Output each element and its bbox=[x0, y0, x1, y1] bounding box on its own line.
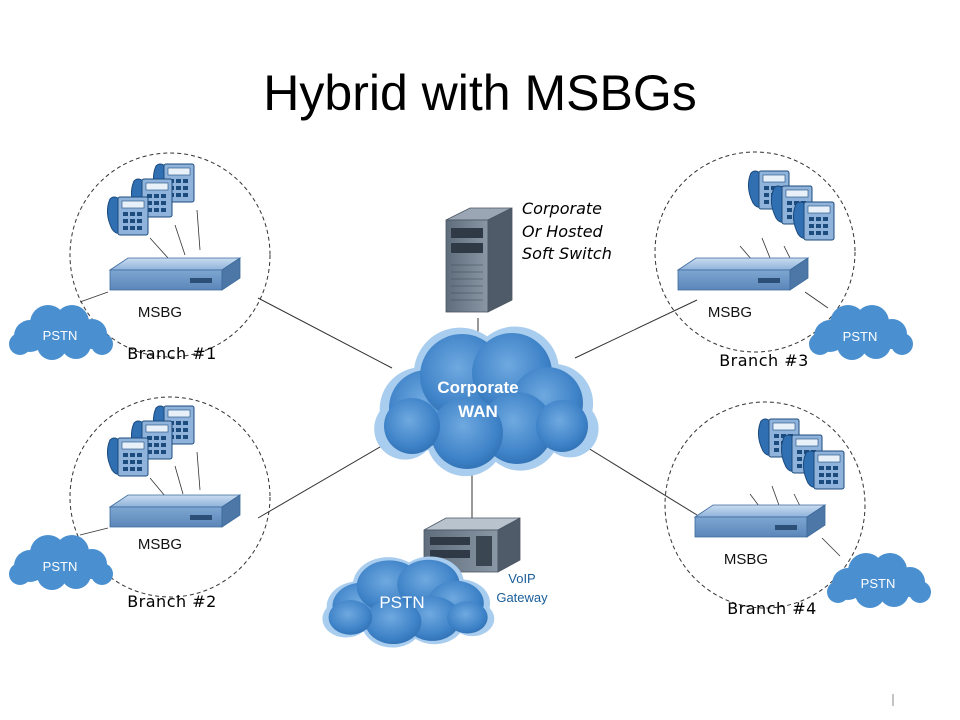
msbg-device bbox=[677, 257, 809, 291]
phone-icon bbox=[792, 201, 835, 241]
branch-2-name: Branch #2 bbox=[127, 592, 217, 611]
branch-2-pstn-label: PSTN bbox=[43, 559, 78, 574]
branch-1-boundary bbox=[69, 152, 271, 358]
gateway-label-line1: VoIP bbox=[508, 571, 535, 586]
msbg-device bbox=[694, 504, 826, 538]
phone-icon bbox=[106, 437, 149, 477]
gateway-pstn-label: PSTN bbox=[379, 593, 424, 612]
branch-4-name: Branch #4 bbox=[727, 599, 817, 618]
branch-4-device-label: MSBG bbox=[724, 551, 768, 568]
branch-3-name: Branch #3 bbox=[719, 351, 809, 370]
gateway-pstn-cloud: PSTN bbox=[322, 556, 495, 648]
softswitch-label-line2: Or Hosted bbox=[522, 222, 604, 241]
branch-1: MSBG Branch #1 PSTN bbox=[9, 152, 271, 363]
softswitch-label-line1: Corporate bbox=[522, 199, 602, 218]
wan-label-line1: Corporate bbox=[437, 378, 518, 397]
link-branch-1 bbox=[257, 297, 393, 369]
softswitch-server bbox=[445, 207, 513, 313]
branch-4-boundary bbox=[664, 401, 866, 609]
msbg-device bbox=[109, 257, 241, 291]
branch-1-device-label: MSBG bbox=[138, 304, 182, 321]
softswitch-label-line3: Soft Switch bbox=[522, 244, 612, 263]
branch-1-pstn-label: PSTN bbox=[43, 328, 78, 343]
link-branch-4 bbox=[574, 439, 698, 516]
page-title: Hybrid with MSBGs bbox=[263, 65, 696, 121]
phone-icon bbox=[802, 450, 845, 490]
branch-4: MSBG Branch #4 PSTN bbox=[664, 401, 931, 618]
branch-3-device-label: MSBG bbox=[708, 304, 752, 321]
phone-icon bbox=[106, 196, 149, 236]
branch-3-boundary bbox=[654, 151, 856, 353]
branch-2-boundary bbox=[69, 396, 271, 598]
branch-3-pstn-label: PSTN bbox=[843, 329, 878, 344]
branch-2: MSBG Branch #2 PSTN bbox=[9, 396, 271, 611]
branch-1-name: Branch #1 bbox=[127, 344, 217, 363]
gateway-label-line2: Gateway bbox=[496, 590, 548, 605]
branch-2-device-label: MSBG bbox=[138, 536, 182, 553]
branch-3: MSBG Branch #3 PSTN bbox=[654, 151, 913, 370]
corporate-wan-cloud: Corporate WAN bbox=[374, 326, 599, 477]
branch-4-pstn-label: PSTN bbox=[861, 576, 896, 591]
link-branch-3 bbox=[574, 299, 698, 359]
msbg-device bbox=[109, 494, 241, 528]
wan-label-line2: WAN bbox=[458, 402, 498, 421]
link-branch-2 bbox=[257, 439, 393, 519]
